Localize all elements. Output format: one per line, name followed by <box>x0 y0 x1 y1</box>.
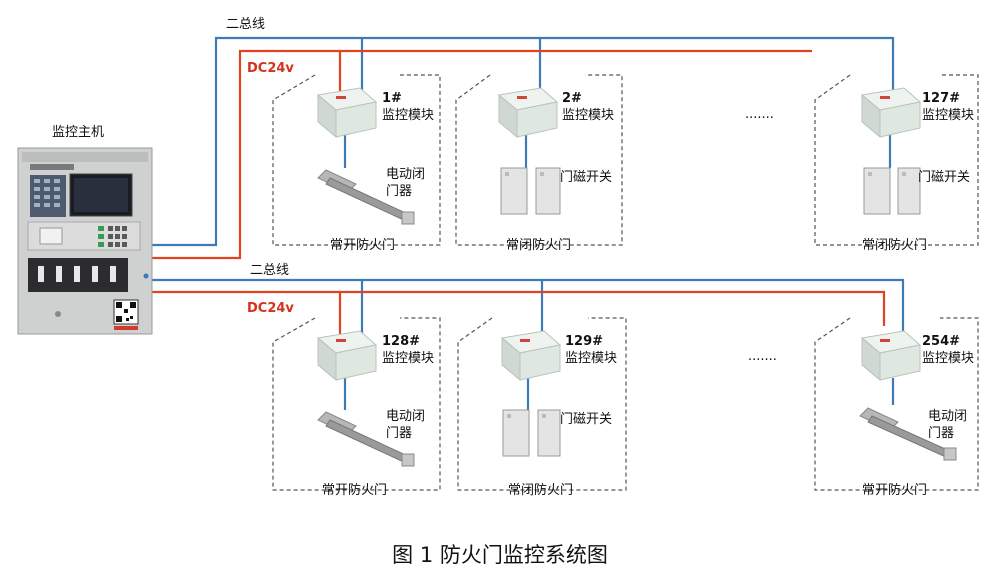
door-cell-128: 128# 监控模块 电动闭 门器 常开防火门 <box>272 317 441 498</box>
screen-glass <box>74 178 128 212</box>
printer-slot <box>39 227 63 245</box>
cell-border <box>272 317 441 491</box>
controller-unit: 监控主机 <box>17 125 153 335</box>
qr-pattern <box>116 302 136 322</box>
door-type-label: 常闭防火门 <box>862 237 927 253</box>
module-id: 1# <box>382 91 402 106</box>
loop-switches <box>38 266 116 282</box>
door-type-label: 常闭防火门 <box>508 482 573 498</box>
bus-label-bottom: 二总线 <box>250 263 289 278</box>
module-id: 2# <box>562 91 582 106</box>
wiring <box>152 36 905 410</box>
door-type-label: 常闭防火门 <box>506 237 571 253</box>
switch-label: 门磁开关 <box>560 170 612 185</box>
magnetic-door-switch <box>500 167 561 215</box>
controller-brand-label <box>30 164 74 170</box>
monitor-module <box>316 87 378 139</box>
module-label: 监控模块 <box>922 351 974 366</box>
function-keys <box>98 226 104 247</box>
door-closer <box>317 411 415 467</box>
monitor-module <box>860 330 922 382</box>
door-type-label: 常开防火门 <box>322 482 387 498</box>
module-label: 监控模块 <box>382 351 434 366</box>
module-id: 127# <box>922 91 960 106</box>
module-label: 监控模块 <box>922 108 974 123</box>
controller-sticker <box>114 326 138 330</box>
door-cell-1: 1# 监控模块 电动闭 门器 常开防火门 <box>272 74 441 253</box>
bus-label-top: 二总线 <box>226 17 265 32</box>
module-id: 254# <box>922 334 960 349</box>
module-label: 监控模块 <box>382 108 434 123</box>
switch-label: 门磁开关 <box>918 170 970 185</box>
module-label: 监控模块 <box>565 351 617 366</box>
controller-label: 监控主机 <box>52 125 104 140</box>
numeric-keys <box>108 226 127 247</box>
figure-caption: 图 1 防火门监控系统图 <box>392 543 608 567</box>
door-cell-127: 127# 监控模块 门磁开关 常闭防火门 <box>814 74 979 253</box>
magnetic-door-switch <box>502 409 561 457</box>
closer-label-line1: 电动闭 <box>386 167 425 182</box>
monitor-module <box>316 330 378 382</box>
switch-label: 门磁开关 <box>560 412 612 427</box>
controller-lock <box>55 311 61 317</box>
cell-border <box>455 74 623 246</box>
magnetic-door-switch <box>863 167 921 215</box>
closer-label-line2: 门器 <box>386 184 412 199</box>
door-cell-254: 254# 监控模块 电动闭 门器 常开防火门 <box>814 317 979 498</box>
closer-label-line1: 电动闭 <box>386 409 425 424</box>
monitor-module <box>860 87 922 139</box>
door-cell-129: 129# 监控模块 门磁开关 常闭防火门 <box>457 317 627 498</box>
door-type-label: 常开防火门 <box>330 237 395 253</box>
cell-border <box>814 74 979 246</box>
closer-label-line2: 门器 <box>928 426 954 441</box>
monitor-module <box>497 87 559 139</box>
door-closer <box>859 407 957 461</box>
closer-label-line1: 电动闭 <box>928 409 967 424</box>
module-id: 129# <box>565 334 603 349</box>
power-label-top: DC24v <box>247 61 294 76</box>
power-line-top <box>152 49 812 260</box>
door-cell-2: 2# 监控模块 门磁开关 常闭防火门 <box>455 74 623 253</box>
monitor-module <box>500 330 562 382</box>
module-label: 监控模块 <box>562 108 614 123</box>
cell-border <box>457 317 627 491</box>
controller-port <box>143 273 149 279</box>
ellipsis-row1: ....... <box>745 107 774 122</box>
power-line-bottom <box>152 290 886 326</box>
bus-line-bottom <box>152 278 905 332</box>
ellipsis-row2: ....... <box>748 349 777 364</box>
indicator-lights <box>34 179 60 207</box>
cell-border <box>814 317 979 491</box>
bus-line-top <box>152 36 895 247</box>
power-label-bottom: DC24v <box>247 301 294 316</box>
door-type-label: 常开防火门 <box>862 482 927 498</box>
controller-top-strip <box>22 152 148 162</box>
closer-label-line2: 门器 <box>386 426 412 441</box>
door-closer <box>317 169 415 225</box>
module-id: 128# <box>382 334 420 349</box>
